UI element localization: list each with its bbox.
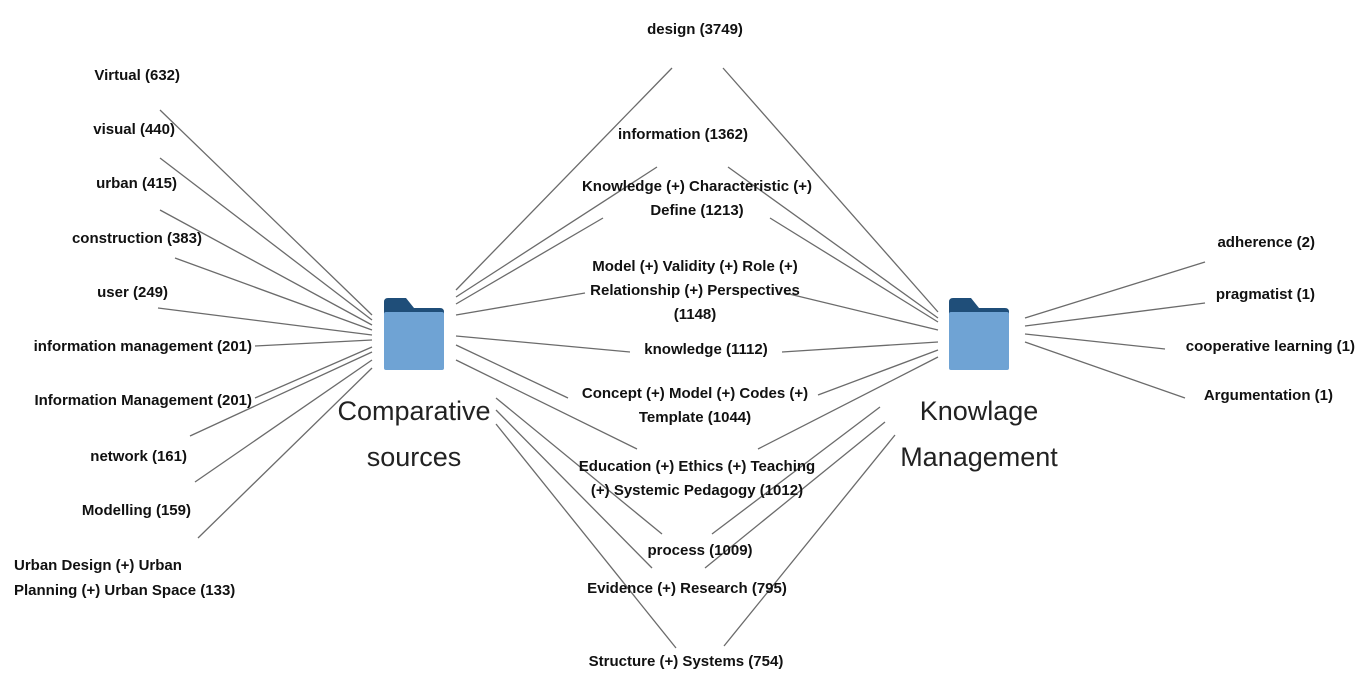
shared-term[interactable]: Model (+) Validity (+) Role (+) Relation… (590, 257, 800, 325)
hub-label-comparative-sources: Comparative sources (337, 393, 490, 475)
term-text: knowledge (1112) (644, 341, 768, 358)
term-text: visual (440) (93, 121, 175, 138)
link-line-shared (784, 292, 939, 331)
term-text: construction (383) (71, 230, 202, 247)
shared-term[interactable]: Education (+) Ethics (+) Teaching (+) Sy… (579, 457, 815, 501)
shared-term[interactable]: Knowledge (+) Characteristic (+) Define … (582, 177, 812, 221)
term-text: Evidence (+) Research (795) (587, 580, 787, 597)
shared-term[interactable]: Structure (+) Systems (754) (589, 652, 784, 672)
term-text: Relationship (+) Perspectives (590, 282, 800, 299)
link-line-right (1024, 333, 1166, 350)
left-term[interactable]: user (249) (97, 283, 168, 303)
link-line-shared (455, 166, 658, 298)
term-text: information management (201) (33, 338, 252, 355)
link-line-left (159, 109, 373, 316)
term-text: (1148) (673, 306, 717, 323)
link-line-left (189, 351, 373, 437)
link-line-shared (723, 434, 896, 647)
link-line-shared (455, 335, 631, 353)
shared-term[interactable]: information (1362) (618, 125, 748, 145)
link-line-left (157, 307, 373, 336)
link-line-left (197, 367, 373, 539)
shared-term[interactable]: process (1009) (647, 541, 752, 561)
term-text: Education (+) Ethics (+) Teaching (578, 458, 816, 475)
link-line-shared (817, 349, 939, 396)
term-text: urban (415) (96, 175, 177, 192)
link-line-shared (455, 217, 604, 305)
link-line-right (1024, 341, 1186, 399)
left-term[interactable]: visual (440) (93, 120, 175, 140)
hub-label-line: Comparative (337, 396, 491, 426)
term-text: Template (1044) (638, 409, 752, 426)
left-term[interactable]: Virtual (632) (94, 66, 180, 86)
link-line-left (174, 257, 373, 331)
link-line-shared (455, 292, 586, 316)
term-text: Planning (+) Urban Space (133) (14, 582, 236, 599)
left-term[interactable]: urban (415) (96, 174, 177, 194)
link-line-shared (495, 397, 663, 535)
shared-term[interactable]: Concept (+) Model (+) Codes (+) Template… (582, 384, 808, 428)
folder-icon[interactable] (949, 298, 1009, 370)
link-line-shared (769, 217, 939, 323)
term-text: Define (1213) (650, 202, 744, 219)
left-term[interactable]: information management (201) (34, 337, 252, 357)
link-line-shared (495, 423, 677, 649)
term-text: cooperative learning (1) (1185, 338, 1355, 355)
link-line-shared (455, 359, 638, 450)
term-text: adherence (2) (1217, 234, 1315, 251)
term-text: design (3749) (647, 21, 743, 38)
link-line-left (159, 157, 373, 321)
hub-label-line: sources (366, 442, 462, 472)
right-term[interactable]: Argumentation (1) (1204, 386, 1333, 406)
term-text: Model (+) Validity (+) Role (+) (592, 258, 798, 275)
link-line-shared (495, 409, 653, 569)
term-text: Modelling (159) (81, 502, 191, 519)
shared-term[interactable]: knowledge (1112) (644, 340, 767, 360)
link-line-shared (455, 67, 673, 291)
folder-icon[interactable] (384, 298, 444, 370)
link-line-left (254, 346, 373, 399)
hub-label-line: Management (900, 442, 1058, 472)
term-text: Argumentation (1) (1203, 387, 1333, 404)
right-term[interactable]: pragmatist (1) (1216, 285, 1315, 305)
term-text: Information Management (201) (34, 392, 252, 409)
term-text: Structure (+) Systems (754) (588, 653, 784, 670)
link-line-shared (727, 166, 939, 319)
left-term[interactable]: network (161) (90, 447, 187, 467)
left-term[interactable]: construction (383) (72, 229, 202, 249)
term-text: user (249) (97, 284, 168, 301)
link-line-shared (781, 341, 939, 353)
link-line-shared (757, 356, 939, 450)
link-line-left (194, 359, 373, 483)
shared-term[interactable]: design (3749) (647, 20, 743, 40)
term-text: Concept (+) Model (+) Codes (+) (581, 385, 809, 402)
term-text: pragmatist (1) (1215, 286, 1315, 303)
left-term[interactable]: Urban Design (+) Urban Planning (+) Urba… (14, 556, 235, 601)
link-line-shared (711, 406, 881, 535)
term-text: network (161) (90, 448, 187, 465)
link-line-shared (704, 421, 886, 569)
shared-term[interactable]: Evidence (+) Research (795) (587, 579, 787, 599)
term-text: (+) Systemic Pedagogy (1012) (590, 482, 804, 499)
left-term[interactable]: Modelling (159) (82, 501, 191, 521)
term-text: Virtual (632) (94, 67, 180, 84)
link-line-shared (455, 344, 569, 399)
term-text: Knowledge (+) Characteristic (+) (581, 178, 813, 195)
link-line-right (1024, 302, 1206, 327)
link-line-left (159, 209, 373, 326)
right-term[interactable]: adherence (2) (1217, 233, 1315, 253)
left-term[interactable]: Information Management (201) (34, 391, 252, 411)
hub-label-line: Knowlage (919, 396, 1039, 426)
hub-label-knowlage-management: Knowlage Management (900, 393, 1058, 475)
term-text: process (1009) (647, 542, 753, 559)
link-line-left (254, 339, 373, 347)
right-term[interactable]: cooperative learning (1) (1186, 337, 1355, 357)
link-line-shared (722, 67, 939, 313)
term-text: Urban Design (+) Urban (14, 557, 182, 574)
link-line-right (1024, 261, 1206, 319)
term-text: information (1362) (617, 126, 749, 143)
